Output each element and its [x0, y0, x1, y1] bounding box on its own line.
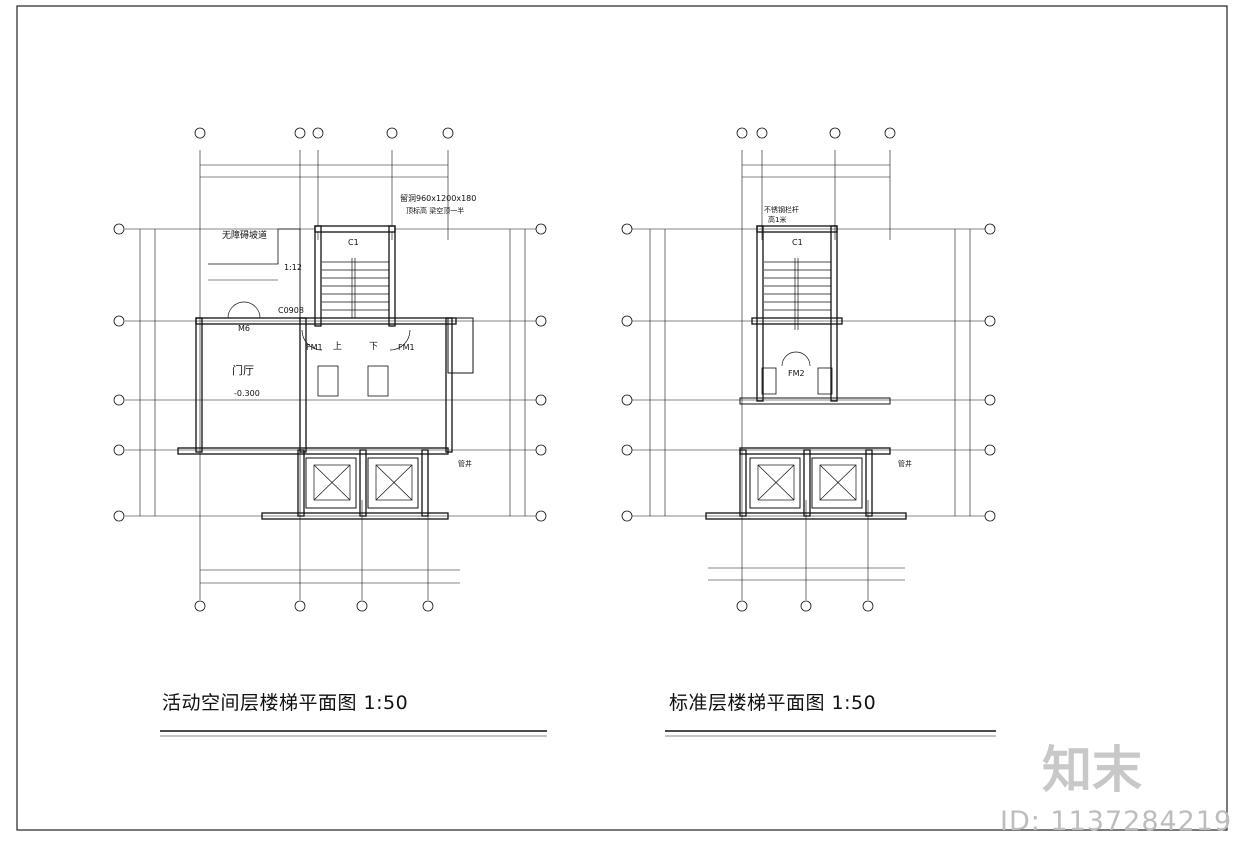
slope-label: 1:12 — [284, 263, 302, 272]
elevation-label: -0.300 — [234, 389, 260, 398]
right-fire-door-label: FM2 — [788, 369, 805, 378]
vent-note-2-label: 顶标高 梁空顶一半 — [406, 206, 464, 215]
up-label: 上 — [333, 341, 342, 352]
left-stair-treads — [322, 258, 389, 318]
down-label: 下 — [369, 342, 378, 352]
right-shaft-label: 管井 — [898, 459, 912, 468]
left-grid-bubbles — [113, 127, 547, 612]
watermark-logo: 知末 — [1042, 741, 1142, 799]
shaft-label: 管井 — [458, 459, 472, 468]
window-c1-label: C1 — [348, 238, 359, 247]
fire-door-1-label: FM1 — [306, 343, 323, 352]
right-window-c1-label: C1 — [792, 238, 803, 247]
lobby-label: 门厅 — [232, 363, 254, 377]
right-grid-bubbles — [621, 127, 996, 612]
right-stair-treads — [764, 258, 831, 330]
left-floor-plan — [125, 150, 545, 600]
fire-door-2-label: FM1 — [398, 343, 415, 352]
right-plan-title: 标准层楼梯平面图 1:50 — [669, 692, 877, 714]
railing-note-label: 不锈钢栏杆 — [764, 205, 799, 214]
watermark-id: ID: 1137284219 — [1000, 806, 1233, 837]
railing-height-label: 高1米 — [768, 215, 786, 224]
left-plan-title: 活动空间层楼梯平面图 1:50 — [162, 692, 409, 714]
sheet-border — [16, 5, 1228, 831]
right-floor-plan — [632, 150, 990, 600]
ramp-label: 无障碍坡道 — [222, 229, 267, 241]
door-m6-label: M6 — [238, 324, 250, 333]
window-c0908-label: C0908 — [278, 306, 304, 315]
vent-note-label: 留洞960x1200x180 — [400, 193, 476, 203]
